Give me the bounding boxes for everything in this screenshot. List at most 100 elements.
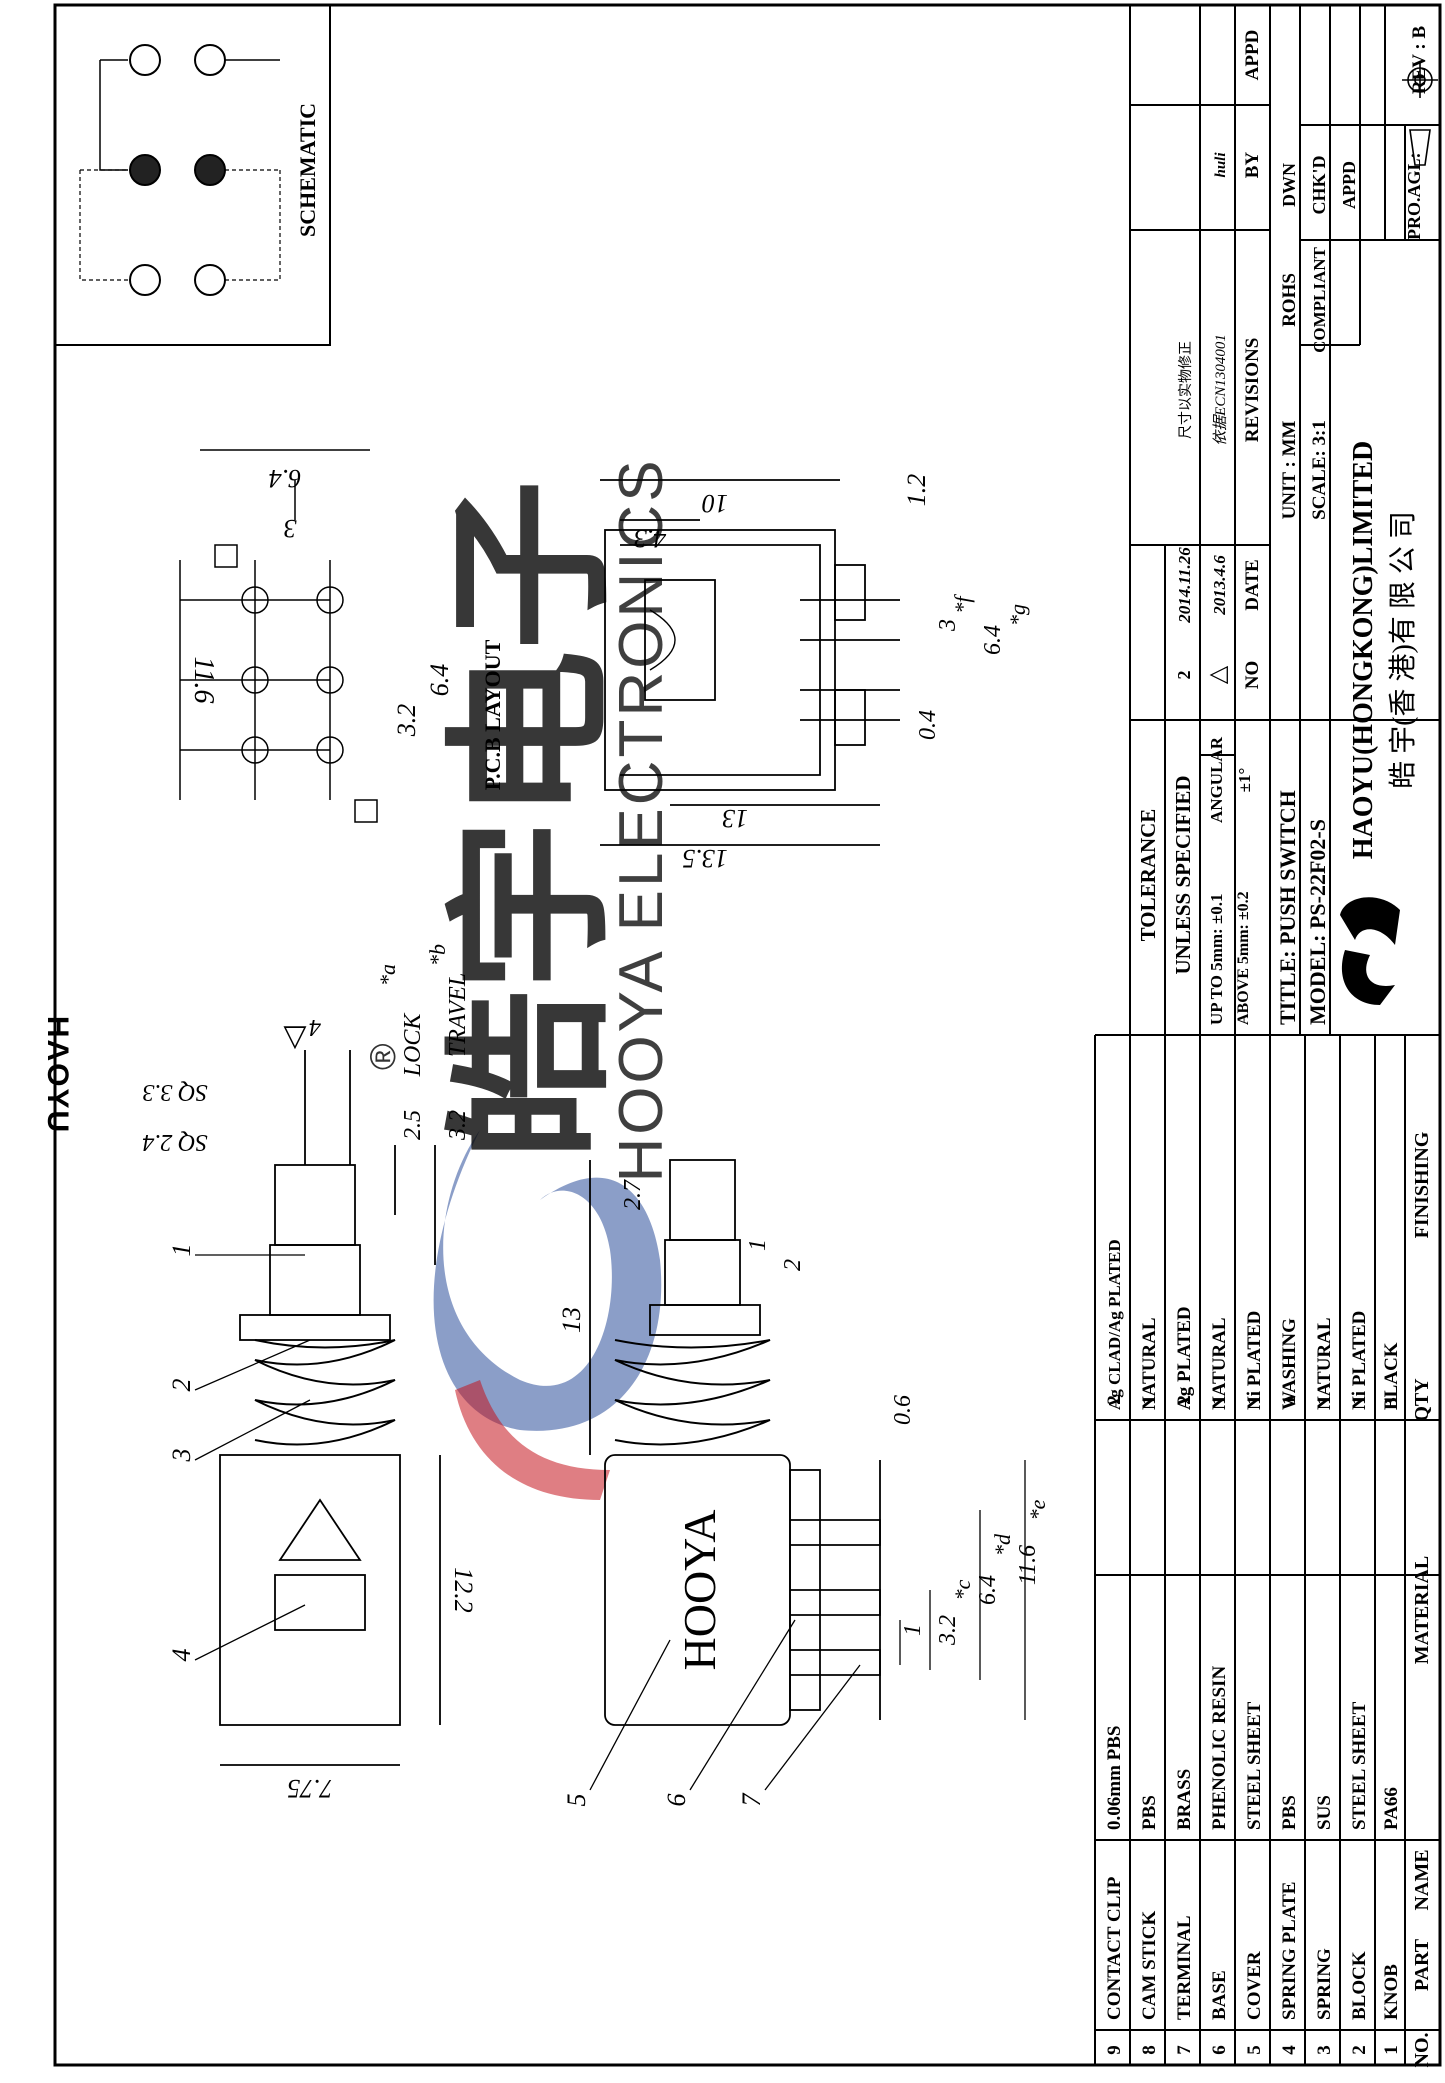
bom-row-finishing: NATURAL (1209, 1317, 1230, 1410)
company-cn: 皓 宇(香 港)有 限 公 司 (1387, 511, 1419, 789)
pcb-dim-3: 3 (284, 514, 298, 543)
bom-row-finishing: NATURAL (1139, 1317, 1160, 1410)
pcb-dim-6-4: 6.4 (425, 664, 454, 697)
dim-sq-3-3: SQ 3.3 (142, 1079, 207, 1105)
drawing-model: MODEL: PS-22F02-S (1305, 819, 1330, 1025)
dim-3-2-side: 3.2 (935, 1615, 961, 1646)
rev-header-by: BY (1242, 152, 1263, 179)
watermark-registered: ® (362, 1043, 403, 1070)
rev-row-desc: 依据ECN1304001 (1212, 334, 1229, 446)
bom-row-name: CONTACT CLIP (1104, 1876, 1125, 2020)
pcb-dim-6-4-top: 6.4 (269, 464, 302, 493)
bom-row-qty: 1 (1314, 1395, 1335, 1405)
mark-c: *c (950, 1579, 975, 1600)
note-travel-mark: *b (425, 944, 450, 966)
bom-row-no: 7 (1174, 2045, 1195, 2055)
bom-row-name: BASE (1209, 1970, 1230, 2020)
mark-f: *f (950, 594, 975, 614)
title-block-grid (1129, 5, 1440, 1035)
dim-7-75: 7.75 (287, 1774, 333, 1803)
bom-row-finishing: BLACK (1381, 1342, 1402, 1410)
dim-2-7: 2.7 (620, 1179, 646, 1210)
watermark-logo-red (455, 1380, 610, 1500)
rev-header-revisions: REVISIONS (1242, 338, 1263, 443)
bom-row-qty: 1 (1279, 1395, 1300, 1405)
rev-row-no: 2 (1174, 671, 1194, 680)
bom-row-finishing: NATURAL (1314, 1317, 1335, 1410)
bom-row-qty: 1 (1244, 1395, 1265, 1405)
projection-angle-icon (1402, 62, 1438, 166)
pcb-dims: 11.6 6.4 3 3.2 6.4 P.C.B LAYOUT (188, 464, 505, 790)
drawing-title: TITLE: PUSH SWITCH (1275, 790, 1300, 1025)
bom-row-name: COVER (1244, 1951, 1265, 2020)
bom-row-name: BLOCK (1349, 1951, 1370, 2020)
rev-row-desc: 尺寸以实物修正 (1178, 341, 1194, 439)
balloon-5: 5 (562, 1794, 591, 1807)
bom-row-no: 5 (1244, 2045, 1265, 2055)
body-text-hooya: HOOYA (674, 1510, 725, 1671)
unit: UNIT : MM (1279, 421, 1300, 520)
dwn-label: DWN (1279, 163, 1299, 207)
rev-row-date: 2014.11.26 (1175, 547, 1194, 624)
bom-row-no: 3 (1314, 2045, 1335, 2055)
schematic: SCHEMATIC (54, 4, 331, 346)
bom-row-name: SPRING PLATE (1279, 1882, 1300, 2020)
bom-rows: 9 CONTACT CLIP 0.06mm PBS 2 Ag CLAD/Ag P… (1104, 1239, 1402, 2054)
bom-row-material: SUS (1314, 1795, 1335, 1830)
top-view-labels: 7.75 12.2 SQ 2.4 SQ 3.3 4 △ 2.5 3.2 LOCK… (142, 944, 478, 1803)
watermark-cn: 皓宇电子 (437, 480, 627, 1160)
pcb-dim-11-6: 11.6 (188, 657, 219, 704)
bottom-view-labels: 10 4.3 1.2 13 13.5 0.4 3 *f 6.4 *g (634, 474, 1030, 873)
bottom-view (600, 479, 900, 846)
pcb-dim-3-2: 3.2 (392, 704, 421, 738)
balloon-6: 6 (662, 1794, 691, 1807)
dim-13-bottom: 13 (722, 804, 748, 833)
side-view-leaders (589, 1460, 1026, 1791)
dim-3-2: 3.2 (445, 1110, 471, 1141)
bom-row-material: PBS (1279, 1795, 1300, 1830)
dim-6-4-side: 6.4 (975, 1575, 1001, 1605)
bom-row-name: CAM STICK (1139, 1911, 1160, 2020)
side-view (589, 1159, 881, 1726)
dim-2-5: 2.5 (400, 1110, 426, 1140)
note-lock: LOCK (400, 1012, 426, 1078)
bom-header-qty: QTY (1411, 1378, 1433, 1422)
bom-row-finishing: Ni PLATED (1349, 1311, 1370, 1410)
pro-agl: PRO.AGL: (1404, 153, 1424, 241)
side-view-labels: HOOYA 13 2.7 1 2 0.6 1 3.2 *c 6.4 *d 11.… (557, 1179, 1050, 1807)
balloon-7: 7 (737, 1793, 766, 1807)
rev-header-date: DATE (1242, 559, 1263, 610)
balloon-4: 4 (167, 1649, 196, 1662)
bom-row-material: PBS (1139, 1795, 1160, 1830)
bom-row-qty: 1 (1381, 1395, 1402, 1405)
note-travel: TRAVEL (445, 973, 471, 1057)
top-view-leaders (194, 1254, 311, 1661)
tolerance-block: TOLERANCE UNLESS SPECIFIED UP TO 5mm: ±0… (1136, 736, 1254, 1025)
bom-header-part: PART (1411, 1938, 1433, 1991)
rev-row-by: huli (1213, 152, 1229, 178)
bom-row-name: KNOB (1381, 1964, 1402, 2020)
bom-row-finishing: Ag PLATED (1174, 1306, 1195, 1410)
dim-3-bottom: 3 (935, 619, 961, 632)
bom-row-material: STEEL SHEET (1349, 1701, 1370, 1830)
watermark-logo-blue (433, 1130, 662, 1431)
bom-row-qty: 2 (1174, 1395, 1195, 1405)
bom-row-no: 2 (1349, 2045, 1370, 2055)
dim-10: 10 (702, 489, 728, 518)
dim-4-3: 4.3 (634, 524, 667, 553)
dim-2-side: 2 (780, 1259, 806, 1271)
balloon-3: 3 (167, 1449, 196, 1463)
watermark: 皓宇电子 HOOYA ELECTRONICS ® (362, 457, 676, 1500)
dim-0-4: 0.4 (915, 710, 941, 740)
revision-block: 2 2014.11.26 尺寸以实物修正 △ 2013.4.6 依据ECN130… (1174, 30, 1263, 690)
bom-header-no: NO. (1411, 2033, 1433, 2068)
bom-row-material: PA66 (1381, 1787, 1402, 1830)
revision-mark-top: △ (283, 1023, 306, 1056)
dim-1-side: 1 (900, 1624, 926, 1636)
tolerance-title: TOLERANCE (1136, 809, 1160, 942)
mark-d: *d (990, 1533, 1015, 1556)
bom-row-material: 0.06mm PBS (1104, 1726, 1125, 1831)
note-lock-mark: *a (375, 964, 400, 986)
company-logo (1340, 897, 1400, 1005)
